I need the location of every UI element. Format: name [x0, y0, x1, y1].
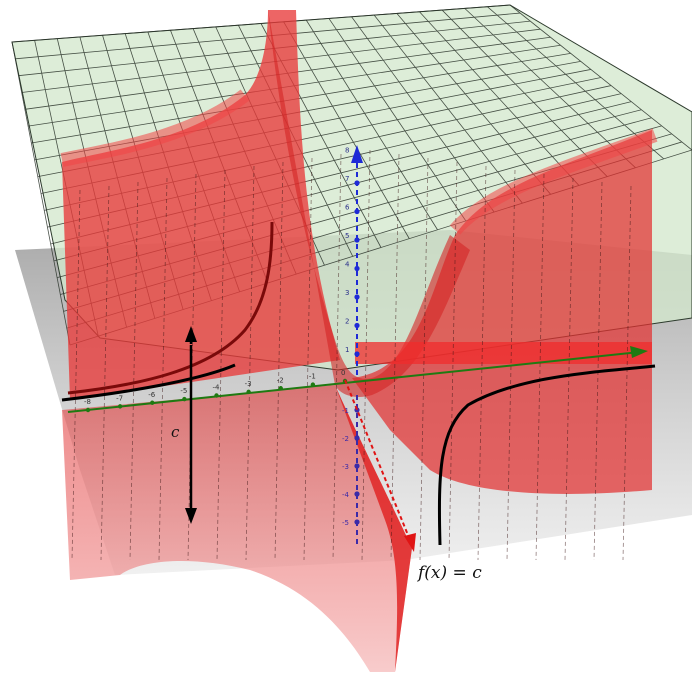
x-tick-mark [85, 407, 91, 413]
level-curve-left [61, 363, 236, 402]
x-tick-mark [182, 396, 187, 402]
z-tick-mark [354, 265, 360, 272]
z-tick-label: -5 [342, 519, 349, 527]
z-axis-ticks: 1 2 3 4 5 6 7 8 -1 -2 -3 -4 -5 [342, 147, 360, 527]
x-tick-label: -1 [309, 373, 316, 381]
surface-right-wall [352, 130, 652, 494]
surface-left-wall [62, 10, 340, 400]
x-tick-mark [117, 404, 123, 409]
x-tick-label: -4 [213, 384, 221, 392]
x-tick-label: -5 [180, 387, 187, 395]
x-tick-mark [278, 386, 283, 391]
x-tick-label: 0 [341, 369, 345, 377]
c-slider[interactable] [185, 326, 197, 524]
z-tick-mark [354, 180, 360, 186]
z-tick-label: 8 [345, 147, 349, 155]
z-tick-label: -3 [342, 463, 349, 471]
x-tick-mark [310, 382, 316, 387]
x-tick-mark [150, 400, 155, 405]
z-tick-mark [354, 237, 360, 243]
z-tick-mark [354, 435, 360, 441]
z-tick-label: 1 [345, 346, 349, 354]
z-tick-mark [354, 294, 360, 300]
z-tick-label: 5 [345, 232, 349, 240]
z-tick-mark [354, 519, 360, 525]
x-tick-mark [214, 393, 219, 398]
surface-front-spike [335, 385, 412, 672]
z-tick-label: -2 [342, 435, 349, 443]
y-axis-arrow [404, 533, 416, 552]
z-tick-label: 6 [345, 204, 350, 212]
x-axis [67, 351, 641, 413]
z-tick-label: -1 [342, 407, 349, 415]
x-axis-ticks: -8 -7 -6 -5 -4 -3 -2 -1 0 [84, 369, 348, 413]
z-tick-label: 4 [345, 261, 350, 269]
x-tick-label: -2 [277, 376, 284, 384]
x-tick-label: -6 [148, 391, 156, 399]
z-tick-mark [354, 322, 360, 329]
x-tick-label: -3 [245, 380, 252, 388]
x-tick-mark [246, 389, 251, 395]
level-curve-right [437, 364, 656, 546]
z-tick-label: 2 [345, 318, 349, 326]
y-axis [344, 379, 413, 546]
x-tick-label: -7 [116, 394, 123, 402]
z-tick-label: 7 [345, 175, 349, 183]
equation-label: f(x) = c [416, 563, 482, 583]
x-tick-label: -8 [84, 398, 91, 406]
surface-band-left [60, 89, 250, 167]
z-tick-mark [354, 463, 360, 469]
z-tick-mark [354, 351, 360, 357]
z-tick-mark [354, 151, 360, 158]
level-curve-on-surface [67, 221, 274, 395]
z-tick-mark [354, 491, 360, 497]
z-tick-mark [354, 208, 360, 215]
z-tick-label: 3 [345, 289, 349, 297]
x-axis-arrow [630, 346, 648, 358]
surface-front-left [62, 385, 412, 672]
surface-band-right [449, 128, 658, 235]
surface-band-mid [355, 342, 652, 364]
z-tick-label: -4 [342, 491, 350, 499]
c-label: c [171, 423, 180, 441]
